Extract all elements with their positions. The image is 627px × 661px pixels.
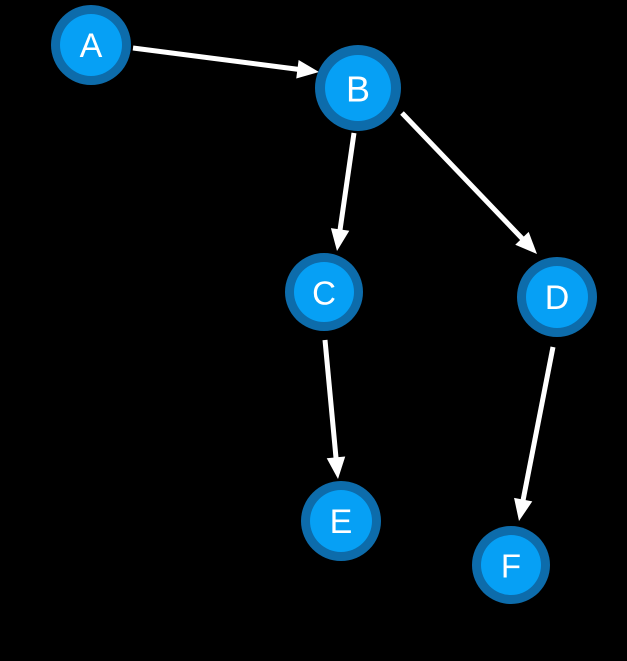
node-a[interactable]: A [51, 5, 131, 85]
edge-line [520, 346, 556, 503]
node-c[interactable]: C [285, 253, 363, 331]
edge-line [322, 339, 339, 460]
node-d[interactable]: D [517, 257, 597, 337]
node-core [310, 490, 372, 552]
edge-b-d [400, 111, 537, 254]
node-core [481, 535, 541, 595]
edge-line [132, 45, 300, 72]
edge-line [337, 132, 357, 232]
edges-layer [132, 45, 556, 521]
node-core [526, 266, 588, 328]
arrowhead-icon [326, 456, 346, 479]
nodes-layer: A B C D E F [51, 5, 597, 604]
arrowhead-icon [514, 497, 533, 521]
node-core [60, 14, 122, 76]
edge-d-f [514, 346, 556, 521]
node-core [325, 55, 391, 121]
node-f[interactable]: F [472, 526, 550, 604]
arrowhead-icon [296, 59, 319, 79]
edge-c-e [322, 339, 346, 479]
node-b[interactable]: B [315, 45, 401, 131]
arrowhead-icon [515, 231, 537, 254]
edge-line [400, 111, 526, 242]
arrowhead-icon [330, 228, 350, 251]
node-core [294, 262, 354, 322]
node-e[interactable]: E [301, 481, 381, 561]
edge-a-b [132, 45, 319, 79]
edge-b-c [330, 132, 357, 251]
